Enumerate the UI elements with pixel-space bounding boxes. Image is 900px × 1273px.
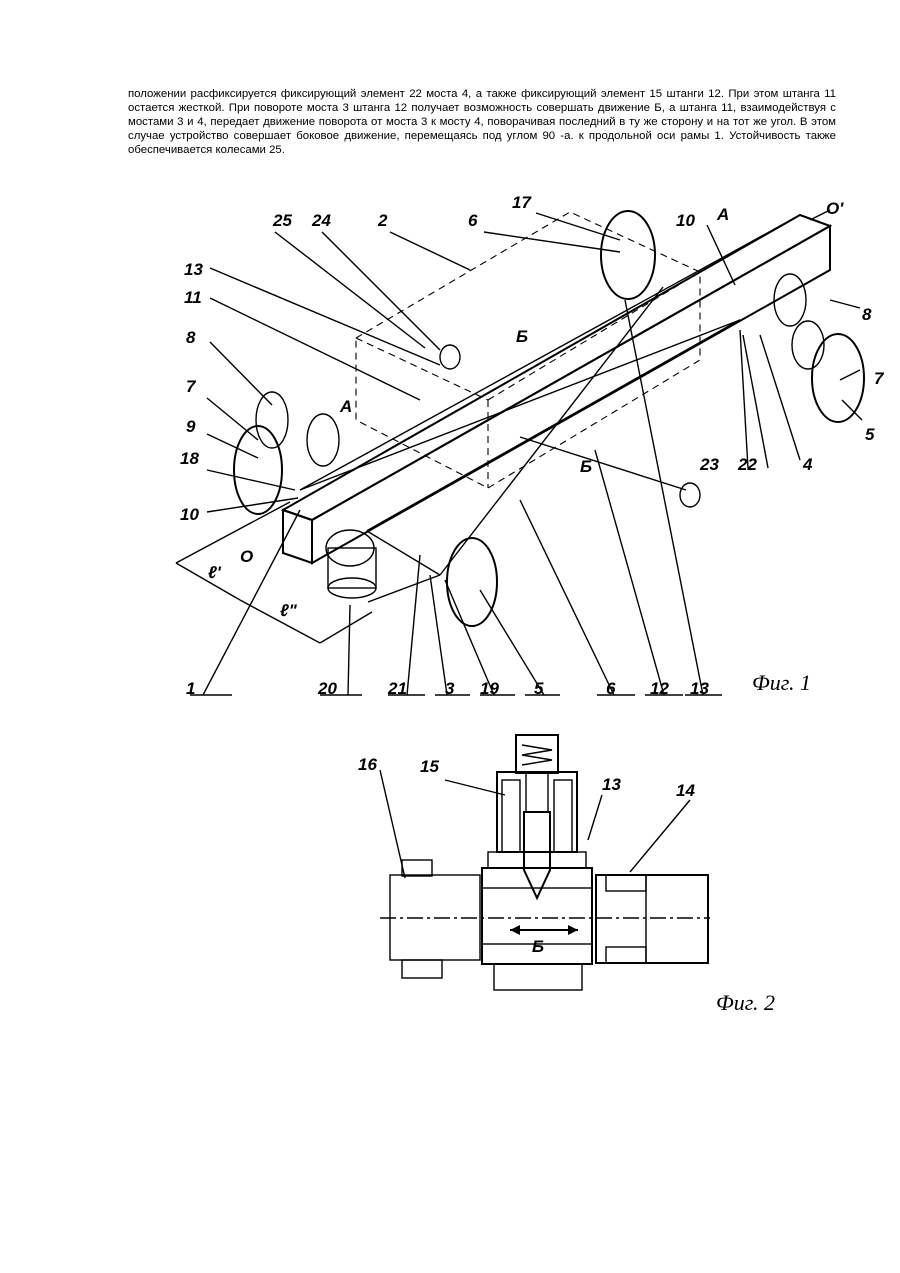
label-O-prime: O': [826, 199, 844, 218]
label-B-right: Б: [580, 457, 592, 476]
label-l-double-prime: ℓ": [280, 601, 298, 620]
dimension-lines: [176, 502, 372, 643]
label-3: 3: [445, 679, 455, 698]
label-10-left: 10: [180, 505, 199, 524]
label-4: 4: [802, 455, 813, 474]
label-8-left: 8: [186, 328, 196, 347]
label-13-left: 13: [184, 260, 203, 279]
label-14: 14: [676, 781, 695, 800]
label-24: 24: [311, 211, 331, 230]
label-19: 19: [480, 679, 499, 698]
body-box-dashed: [356, 212, 700, 488]
label-20: 20: [317, 679, 337, 698]
label-A-left: A: [339, 397, 352, 416]
label-22: 22: [737, 455, 757, 474]
label-2: 2: [377, 211, 388, 230]
figure-2-caption: Фиг. 2: [716, 990, 775, 1015]
label-10-top: 10: [676, 211, 695, 230]
frame-beam: [283, 215, 830, 563]
label-25: 25: [272, 211, 292, 230]
label-21: 21: [387, 679, 407, 698]
label-15: 15: [420, 757, 439, 776]
label-9: 9: [186, 417, 196, 436]
label-13-fig2: 13: [602, 775, 621, 794]
label-6-top: 6: [468, 211, 478, 230]
label-A-top: A: [716, 205, 729, 224]
figure-2-labels: 16 15 13 14 Б Фиг. 2: [358, 755, 775, 1015]
label-7-left: 7: [186, 377, 197, 396]
label-13-bottom: 13: [690, 679, 709, 698]
figure-1-labels: 25 24 2 6 17 10 A O' 13 11 8 7 9 18 10 O…: [180, 193, 885, 698]
label-B-fig2: Б: [532, 937, 544, 956]
label-11: 11: [184, 288, 202, 307]
label-18: 18: [180, 449, 199, 468]
label-8-right: 8: [862, 305, 872, 324]
leader-lines: [190, 210, 862, 695]
label-17: 17: [512, 193, 532, 212]
label-6-bottom: 6: [606, 679, 616, 698]
label-B-center: Б: [516, 327, 528, 346]
label-5-bottom: 5: [534, 679, 544, 698]
label-7-right: 7: [874, 369, 885, 388]
label-23: 23: [699, 455, 719, 474]
label-16: 16: [358, 755, 377, 774]
label-l-prime: ℓ': [208, 563, 222, 582]
label-5-right: 5: [865, 425, 875, 444]
label-12: 12: [650, 679, 669, 698]
label-O: O: [240, 547, 253, 566]
label-1: 1: [186, 679, 195, 698]
figure-1-caption: Фиг. 1: [752, 670, 811, 695]
